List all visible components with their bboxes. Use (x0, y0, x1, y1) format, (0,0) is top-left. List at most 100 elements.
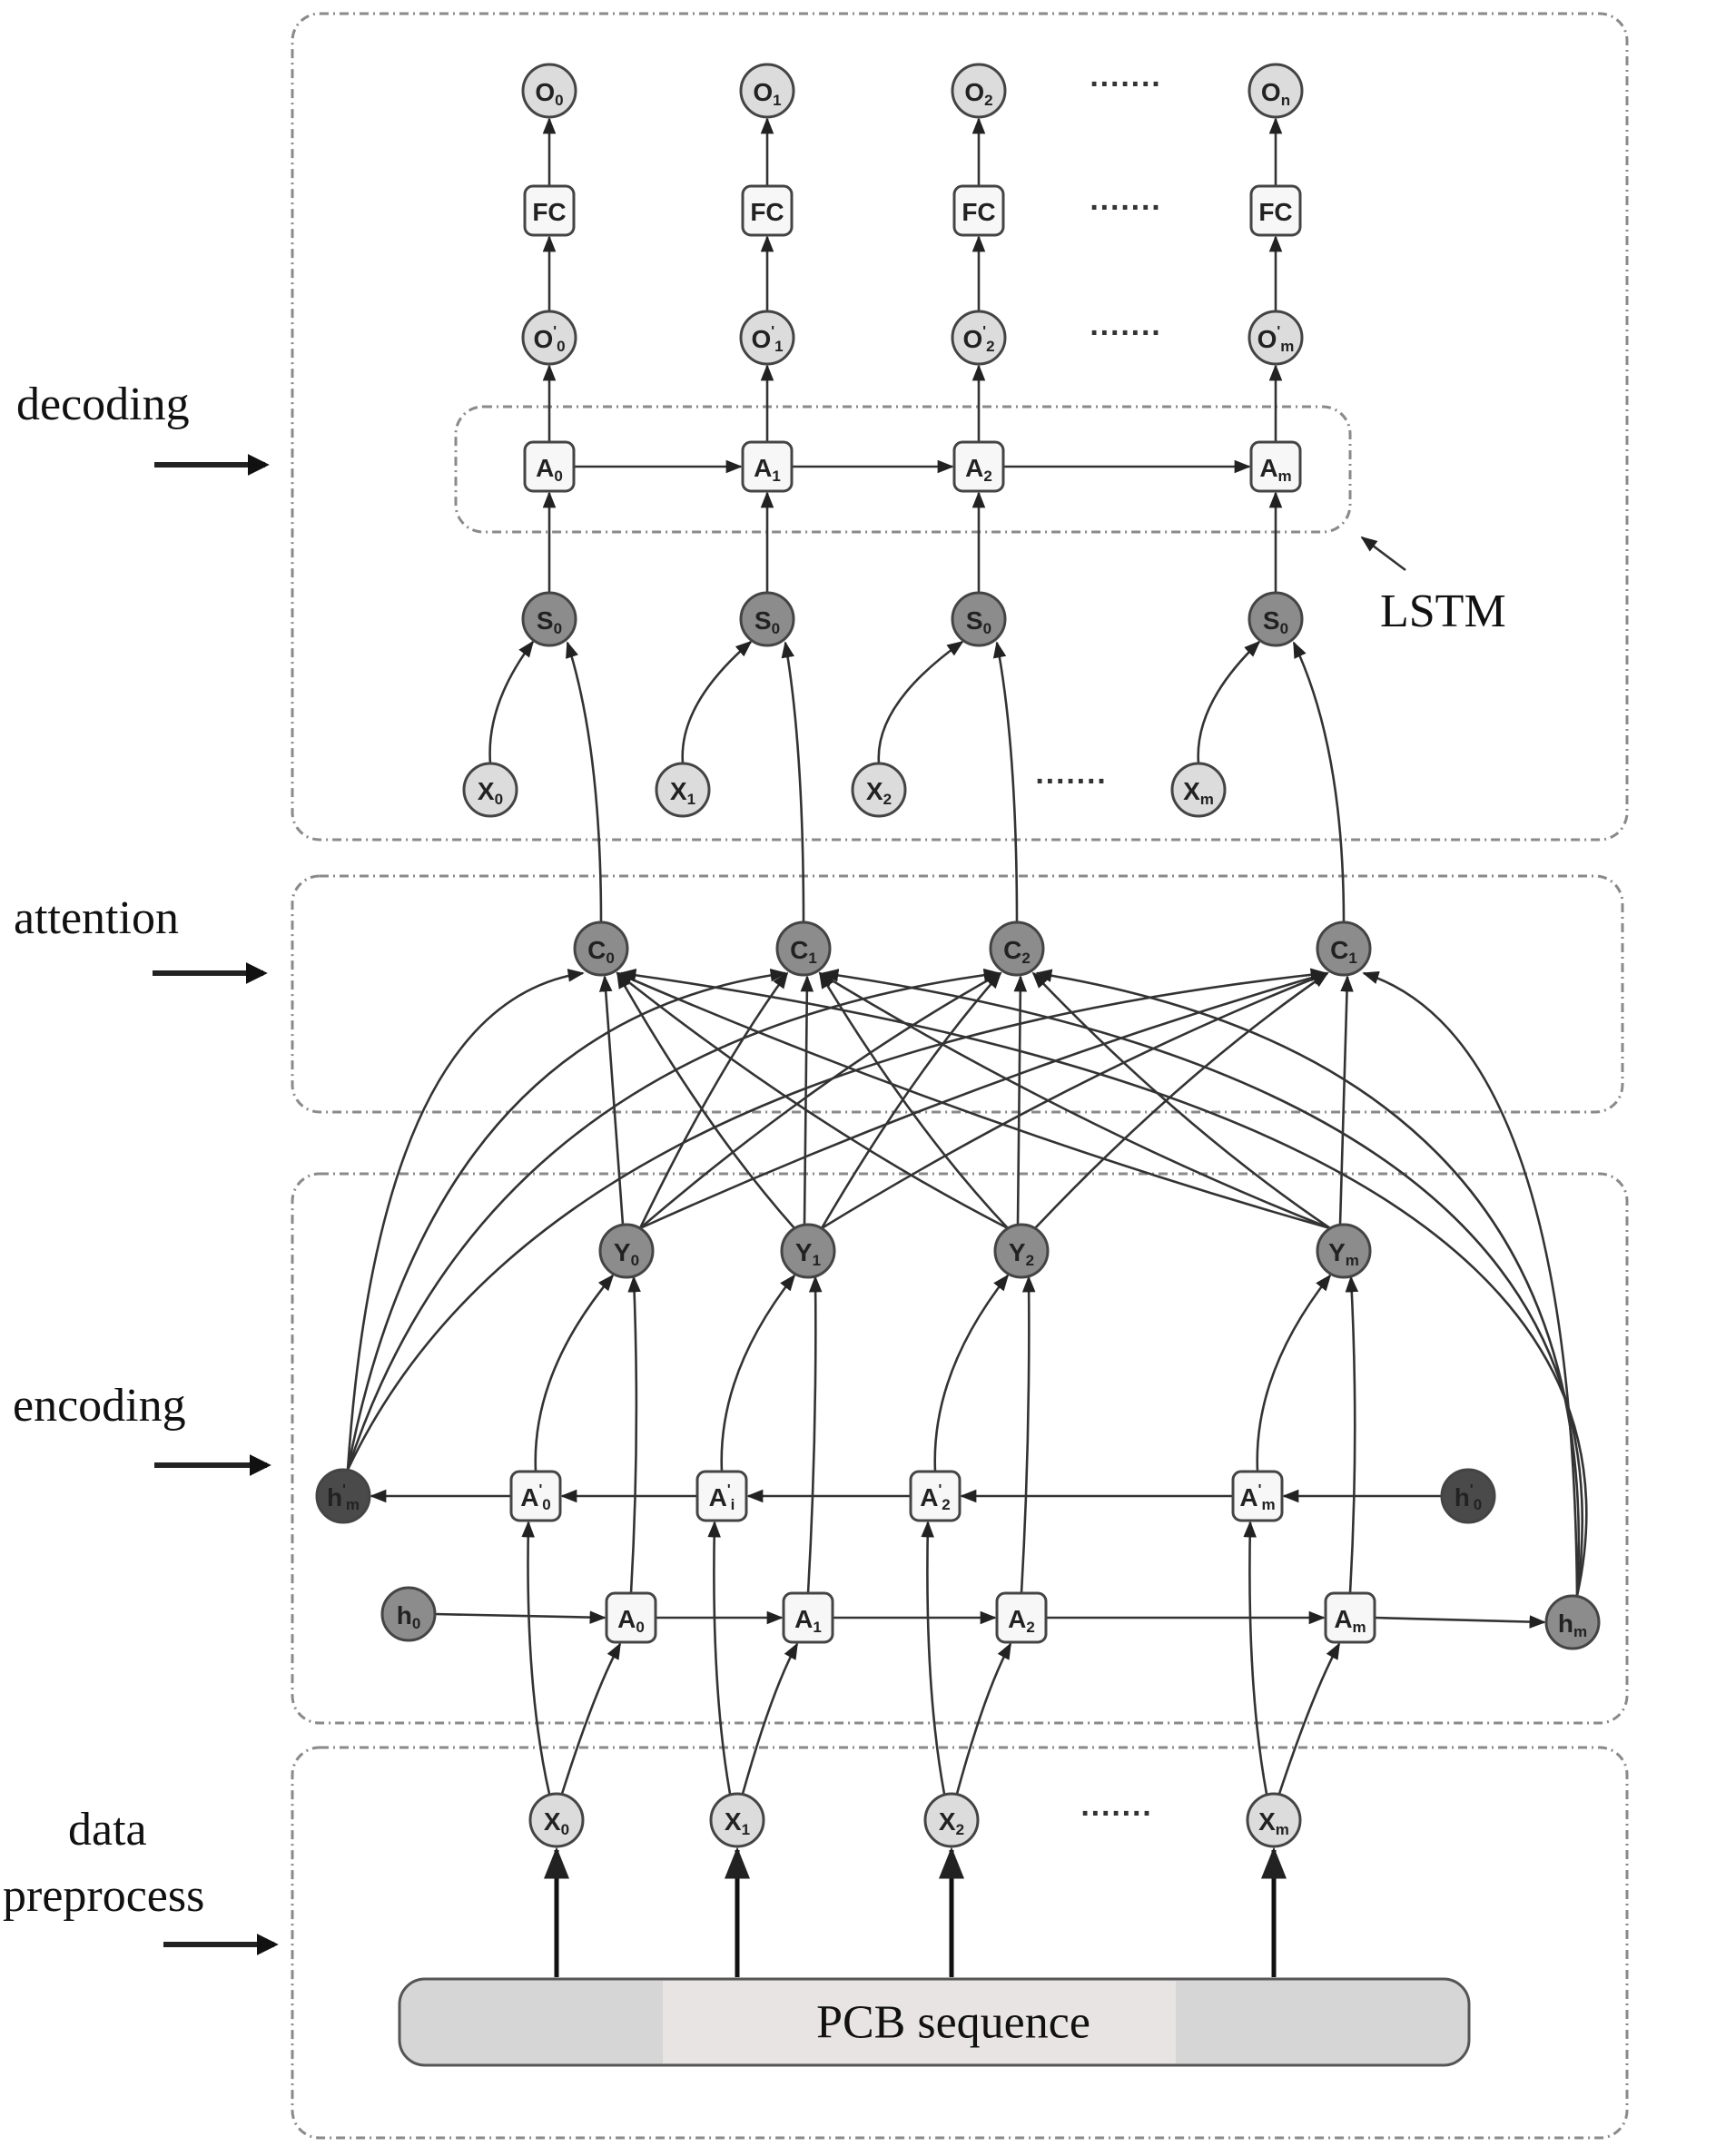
edge-y-to-c (616, 971, 1009, 1230)
node-text: A'i (709, 1482, 735, 1513)
node-text: A0 (617, 1605, 645, 1636)
node-text: S0 (1263, 606, 1288, 637)
node-text: A1 (754, 454, 781, 485)
edge-hfwd-to-c (822, 969, 1584, 1597)
edge-aback-to-y (933, 1274, 1010, 1472)
lstm-pointer-arrow (1360, 536, 1406, 572)
node-text: FC (1258, 198, 1292, 226)
x-decoder-node: X2 (851, 762, 907, 818)
edge-y-to-c (616, 971, 1331, 1230)
a-prime-box: A'2 (909, 1470, 962, 1522)
node-text: S0 (537, 606, 562, 637)
edge-afwd-to-y (1020, 1275, 1036, 1594)
edge-x-to-aback (921, 1521, 946, 1795)
node-text: O'1 (751, 324, 783, 355)
edge-hback-to-c (346, 968, 1001, 1471)
stage-label-decoding: decoding (16, 379, 190, 430)
edge-y-to-c (598, 975, 625, 1226)
stage-label-encoding: encoding (13, 1380, 186, 1432)
o-prime-node: O'1 (739, 310, 795, 366)
node-text: X2 (939, 1807, 964, 1838)
edge-x-to-aback (707, 1521, 732, 1795)
stage-label-data: data (68, 1804, 147, 1856)
y-node: Y0 (598, 1223, 655, 1279)
h-forward-end-node: hm (1544, 1594, 1601, 1650)
x-input-node: Xm (1246, 1792, 1302, 1848)
pcb-sequence-highlight (663, 1981, 1176, 2063)
edge-aback-to-y (1256, 1274, 1332, 1472)
a-prime-box: A'm (1231, 1470, 1284, 1522)
edge-aback-to-y (534, 1274, 615, 1472)
a-forward-box: Am (1324, 1591, 1376, 1644)
node-text: h'0 (1455, 1482, 1482, 1513)
edge-afwd-to-y (1345, 1275, 1359, 1594)
node-text: X1 (670, 777, 695, 808)
fc-box: FC (741, 184, 794, 237)
edge-y-to-c (818, 971, 1009, 1229)
node-text: X0 (478, 777, 503, 808)
edge-x-to-afwd (560, 1642, 622, 1795)
x-decoder-node: X0 (462, 762, 518, 818)
lstm-cell-box: A2 (952, 440, 1005, 493)
edges-layer (346, 117, 1588, 1977)
y-node: Y1 (780, 1223, 836, 1279)
edge-x-to-afwd (1277, 1642, 1341, 1795)
a-prime-box: A'i (695, 1470, 748, 1522)
edge-c-to-s (1292, 641, 1346, 923)
node-text: Am (1334, 1605, 1366, 1636)
ellipsis-fc: ······· (1090, 191, 1161, 225)
edge-afwd-to-y (806, 1275, 823, 1594)
fc-box: FC (1249, 184, 1302, 237)
ellipsis-x-input: ······· (1080, 1797, 1152, 1831)
a-forward-box: A1 (782, 1591, 834, 1644)
edge-hfwd-start-to-a (434, 1610, 607, 1624)
stage-label-attention: attention (14, 892, 179, 944)
edge-hback-to-c (346, 969, 787, 1471)
node-text: S0 (754, 606, 780, 637)
ellipsis-o: ······· (1090, 67, 1161, 102)
node-text: Xm (1258, 1807, 1289, 1838)
c-context-node: C1 (1316, 920, 1372, 977)
edge-y-to-c (821, 971, 1329, 1230)
edge-hback-to-c (346, 968, 1327, 1471)
c-context-node: C1 (775, 920, 832, 977)
y-node: Y2 (993, 1223, 1050, 1279)
node-text: Ym (1328, 1238, 1359, 1269)
a-prime-box: A'0 (509, 1470, 562, 1522)
c-context-node: C2 (989, 920, 1045, 977)
edge-hfwd-to-c (619, 969, 1588, 1597)
lstm-cell-box: A1 (741, 440, 794, 493)
edge-y-to-c (1031, 971, 1331, 1230)
edge-y-to-c (639, 971, 1002, 1229)
s-node: S0 (1248, 591, 1304, 647)
edge-y-to-c (1013, 975, 1028, 1226)
edge-y-to-c (818, 971, 1331, 1230)
node-text: S0 (966, 606, 991, 637)
edge-x-to-s (488, 640, 535, 764)
edge-hfwd-to-c (1035, 969, 1581, 1597)
node-text: X0 (544, 1807, 569, 1838)
o-node: O0 (521, 63, 577, 119)
data-preprocess-panel (291, 1746, 1629, 2140)
lstm-cell-box: A0 (523, 440, 576, 493)
edge-x-to-afwd (955, 1642, 1012, 1795)
node-text: FC (532, 198, 566, 226)
node-text: Y2 (1009, 1238, 1034, 1269)
x-input-node: X0 (528, 1792, 585, 1848)
lstm-label: LSTM (1380, 586, 1506, 637)
s-node: S0 (951, 591, 1007, 647)
node-text: C0 (587, 936, 615, 967)
node-text: FC (750, 198, 784, 226)
h-backward-start-node: h'0 (1440, 1468, 1496, 1524)
node-text: Y0 (614, 1238, 639, 1269)
o-node: O2 (951, 63, 1007, 119)
edge-y-to-c (639, 970, 1329, 1230)
node-text: Xm (1183, 777, 1214, 808)
node-text: A2 (1008, 1605, 1035, 1636)
pcb-sequence-label: PCB sequence (816, 1997, 1090, 2049)
o-prime-node: O'2 (951, 310, 1007, 366)
edge-afwd-to-hfwd-end (1374, 1615, 1546, 1629)
node-text: O2 (964, 78, 992, 109)
node-text: O'0 (533, 324, 565, 355)
